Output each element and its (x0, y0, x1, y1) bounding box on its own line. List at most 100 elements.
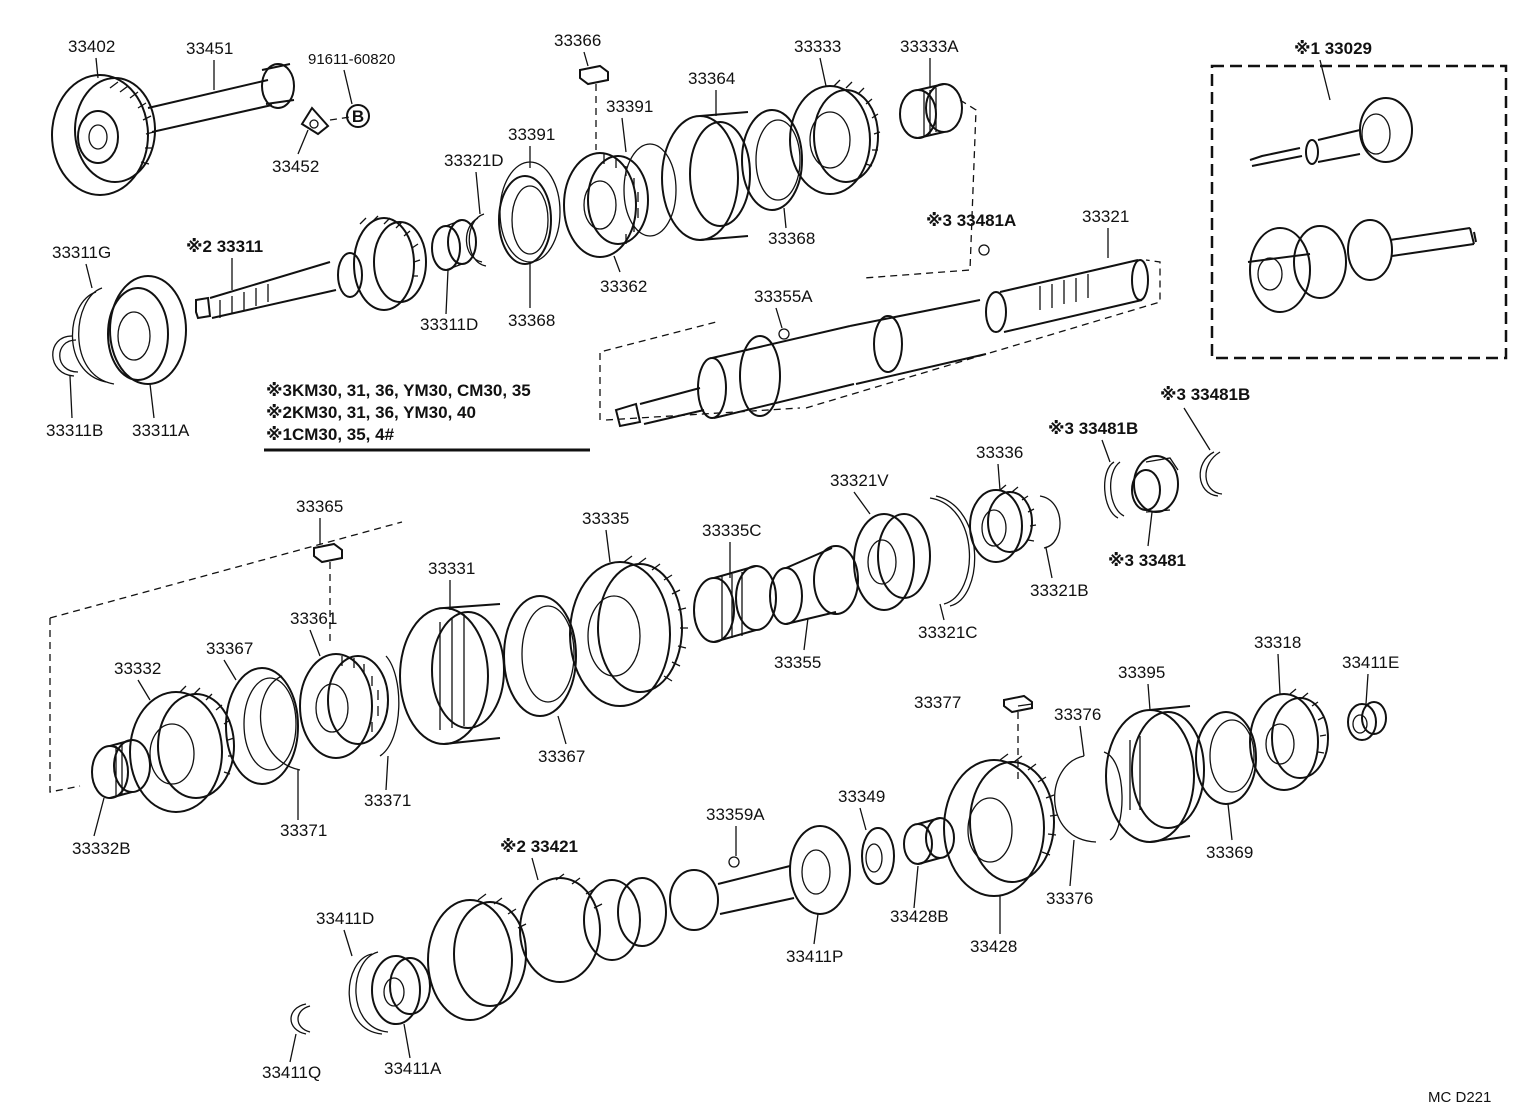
spacer-33355 (769, 545, 859, 625)
snap-ring-33321C (929, 495, 976, 607)
label-33361: 33361 (290, 609, 337, 628)
label-33365: 33365 (296, 497, 343, 516)
label-33362: 33362 (600, 277, 647, 296)
sleeve-33331 (399, 603, 505, 745)
label-33335C: 33335C (702, 521, 762, 540)
label-33332: 33332 (114, 659, 161, 678)
label-33421: ※2 33421 (500, 837, 578, 856)
label-33377: 33377 (914, 693, 961, 712)
bearing-33402 (51, 74, 156, 196)
output-shaft-33311 (195, 215, 427, 320)
label-33366: 33366 (554, 31, 601, 50)
label-33321B: 33321B (1030, 581, 1089, 600)
gear-33336 (969, 484, 1037, 563)
label-33333A: 33333A (900, 37, 959, 56)
label-33376-a: 33376 (1054, 705, 1101, 724)
label-33428B: 33428B (890, 907, 949, 926)
leader-lines (69, 51, 1369, 1063)
hub-33362 (563, 152, 649, 258)
label-33318: 33318 (1254, 633, 1301, 652)
label-33481B-b: ※3 33481B (1160, 385, 1250, 404)
label-33333: 33333 (794, 37, 841, 56)
key-33365 (49, 521, 403, 793)
label-33369: 33369 (1206, 843, 1253, 862)
label-33428: 33428 (970, 937, 1017, 956)
note-1: ※1CM30, 35, 4# (266, 425, 395, 444)
label-33368-a: 33368 (768, 229, 815, 248)
label-33481B-a: ※3 33481B (1048, 419, 1138, 438)
label-set-33029: ※1 33029 (1294, 39, 1372, 58)
set-33029-box (1210, 64, 1508, 360)
label-33481A: ※3 33481A (926, 211, 1016, 230)
washer-33452 (300, 106, 351, 136)
label-33371-b: 33371 (280, 821, 327, 840)
label-91611-60820: 91611-60820 (308, 51, 395, 68)
counter-shaft-33321 (599, 244, 1161, 428)
label-33359A: 33359A (706, 805, 765, 824)
label-33331: 33331 (428, 559, 475, 578)
label-33391-a: 33391 (606, 97, 653, 116)
label-33391-b: 33391 (508, 125, 555, 144)
snap-ring-33411D (348, 951, 389, 1035)
note-3: ※3KM30, 31, 36, YM30, CM30, 35 (266, 381, 531, 400)
hub-33361 (299, 653, 389, 759)
label-33321: 33321 (1082, 207, 1129, 226)
label-33367-a: 33367 (206, 639, 253, 658)
label-33451: 33451 (186, 39, 233, 58)
label-33411Q: 33411Q (262, 1063, 321, 1082)
diagram-code: MC D221 (1428, 1089, 1491, 1106)
ring-33369 (1195, 711, 1257, 805)
label-33355A: 33355A (754, 287, 813, 306)
key-33366 (579, 64, 609, 150)
label-33332B: 33332B (72, 839, 131, 858)
bearing-33311A (107, 275, 187, 385)
label-33376-b: 33376 (1046, 889, 1093, 908)
note-2: ※2KM30, 31, 36, YM30, 40 (266, 403, 476, 422)
bearing-33333A (863, 83, 977, 279)
sleeve-33364 (661, 111, 751, 241)
bearing-33335C (693, 565, 777, 643)
snap-ring-33311G (71, 287, 115, 385)
part-33481 (1131, 455, 1179, 513)
gear-33333 (789, 79, 881, 195)
counter-gear-33421 (427, 825, 851, 1021)
label-33321C: 33321C (918, 623, 978, 642)
label-33371-a: 33371 (364, 791, 411, 810)
label-33349: 33349 (838, 787, 885, 806)
label-33335: 33335 (582, 509, 629, 528)
b-marker: B (346, 104, 370, 128)
key-33377 (1003, 694, 1033, 780)
gear-33318 (1249, 688, 1329, 791)
label-33311D: 33311D (420, 315, 478, 334)
label-33411P: 33411P (786, 947, 843, 966)
ring-33376 (1054, 751, 1123, 843)
label-33481: ※3 33481 (1108, 551, 1186, 570)
model-notes: ※3KM30, 31, 36, YM30, CM30, 35 ※2KM30, 3… (264, 381, 590, 452)
label-33402: 33402 (68, 37, 115, 56)
gear-33428 (943, 753, 1059, 897)
snap-ring-33481B-b (1199, 451, 1223, 497)
label-33411D: 33411D (316, 909, 374, 928)
label-33355: 33355 (774, 653, 821, 672)
label-33321V: 33321V (830, 471, 889, 490)
part-labels: 33402 33451 91611-60820 33452 33366 3339… (46, 31, 1491, 1106)
bearing-33321V (853, 513, 931, 611)
snap-ring-33321D (465, 213, 487, 267)
sleeve-33395 (1105, 705, 1205, 843)
washer-33349 (861, 827, 895, 885)
label-33311: ※2 33311 (186, 237, 263, 256)
label-33411E: 33411E (1342, 653, 1399, 672)
gear-33335 (569, 555, 688, 707)
label-33364: 33364 (688, 69, 735, 88)
b-marker-label: B (352, 107, 364, 126)
label-33311B: 33311B (46, 421, 103, 440)
bearing-33428B (903, 817, 955, 865)
label-33368-b: 33368 (508, 311, 555, 330)
label-33336: 33336 (976, 443, 1023, 462)
ring-33367-a (225, 667, 299, 785)
ring-33367-b (503, 595, 577, 717)
label-33367-b: 33367 (538, 747, 585, 766)
ring-33371 (259, 655, 400, 771)
gear-33332 (129, 685, 235, 813)
